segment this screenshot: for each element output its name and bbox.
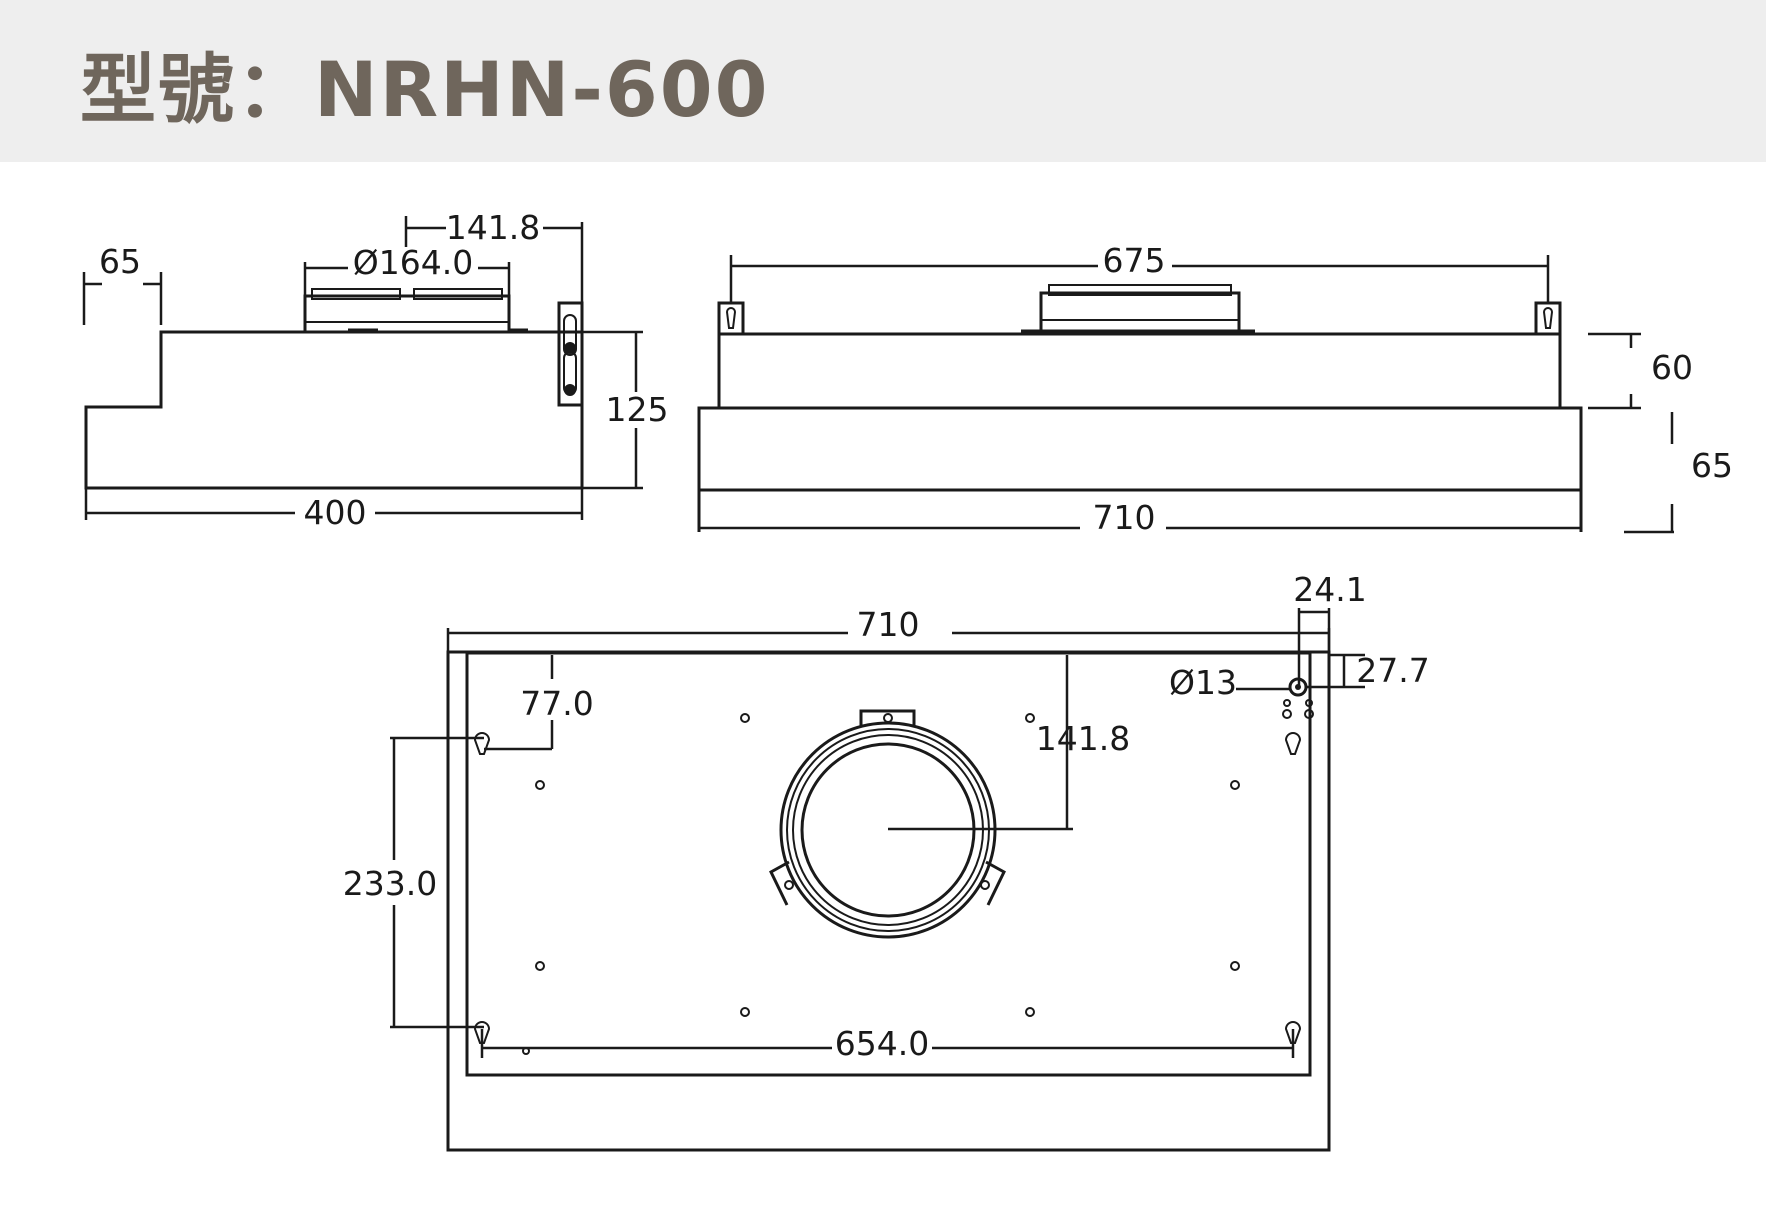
bottom-keyhole-slots [473,732,1302,1044]
bottom-dim-233: 233.0 [343,736,484,1029]
front-lower-body [697,406,1583,492]
title-bar: 型號：NRHN-600 [0,0,1766,162]
dim-label: 675 [1103,241,1166,280]
front-dim-60: 60 [1588,332,1693,410]
dim-label: 77.0 [520,684,593,723]
side-dim-141-8: 141.8 [404,208,584,478]
bottom-inner-plate [465,651,1312,1077]
dim-label: 27.7 [1356,651,1429,690]
model-title: 型號：NRHN-600 [80,45,770,134]
dim-label: 710 [1093,498,1156,537]
dim-label: 60 [1651,348,1693,387]
dim-label: 125 [606,390,669,429]
side-dim-65: 65 [82,242,163,325]
side-dim-400: 400 [84,488,584,532]
bottom-dim-24-1: 24.1 [1293,570,1367,686]
side-dim-diameter: Ø164.0 [303,243,511,296]
bottom-dim-710: 710 [446,605,1331,680]
bottom-dim-hole: Ø13 [1169,663,1290,702]
dim-label: 141.8 [446,208,540,247]
dim-label: Ø13 [1169,663,1237,702]
front-upper-body [717,332,1562,410]
bottom-dim-77: 77.0 [484,655,594,751]
bottom-duct-ring [769,709,1006,939]
front-view: 675 60 65 710 [697,241,1733,537]
dim-label: 65 [1691,446,1733,485]
front-hanging-ear-left [717,301,745,336]
dim-label: 400 [304,493,367,532]
front-dim-65: 65 [1624,412,1733,534]
front-hanging-ear-right [1534,301,1562,336]
bottom-view: 710 24.1 27.7 Ø13 77.0 [343,570,1430,1152]
dim-label: 233.0 [343,864,437,903]
dim-label: 141.8 [1036,719,1130,758]
side-duct-collar [303,288,528,334]
bottom-dim-141-8: 141.8 [888,655,1130,831]
dim-label: 24.1 [1293,570,1366,609]
dim-label: 65 [99,242,141,281]
bottom-dim-27-7: 27.7 [1306,651,1430,690]
front-duct-collar [1021,284,1255,333]
side-hanging-bracket [557,301,584,407]
side-view: 65 141.8 Ø164.0 125 [82,208,669,532]
bottom-screw-dots [522,699,1314,1055]
dim-label: 654.0 [835,1024,929,1063]
bottom-dim-654: 654.0 [480,1024,1295,1063]
side-dim-125: 125 [582,330,669,490]
dim-label: Ø164.0 [353,243,473,282]
front-dim-710: 710 [699,498,1581,537]
dim-label: 710 [857,605,920,644]
side-body-outline [84,330,584,490]
front-dim-675: 675 [729,241,1550,303]
